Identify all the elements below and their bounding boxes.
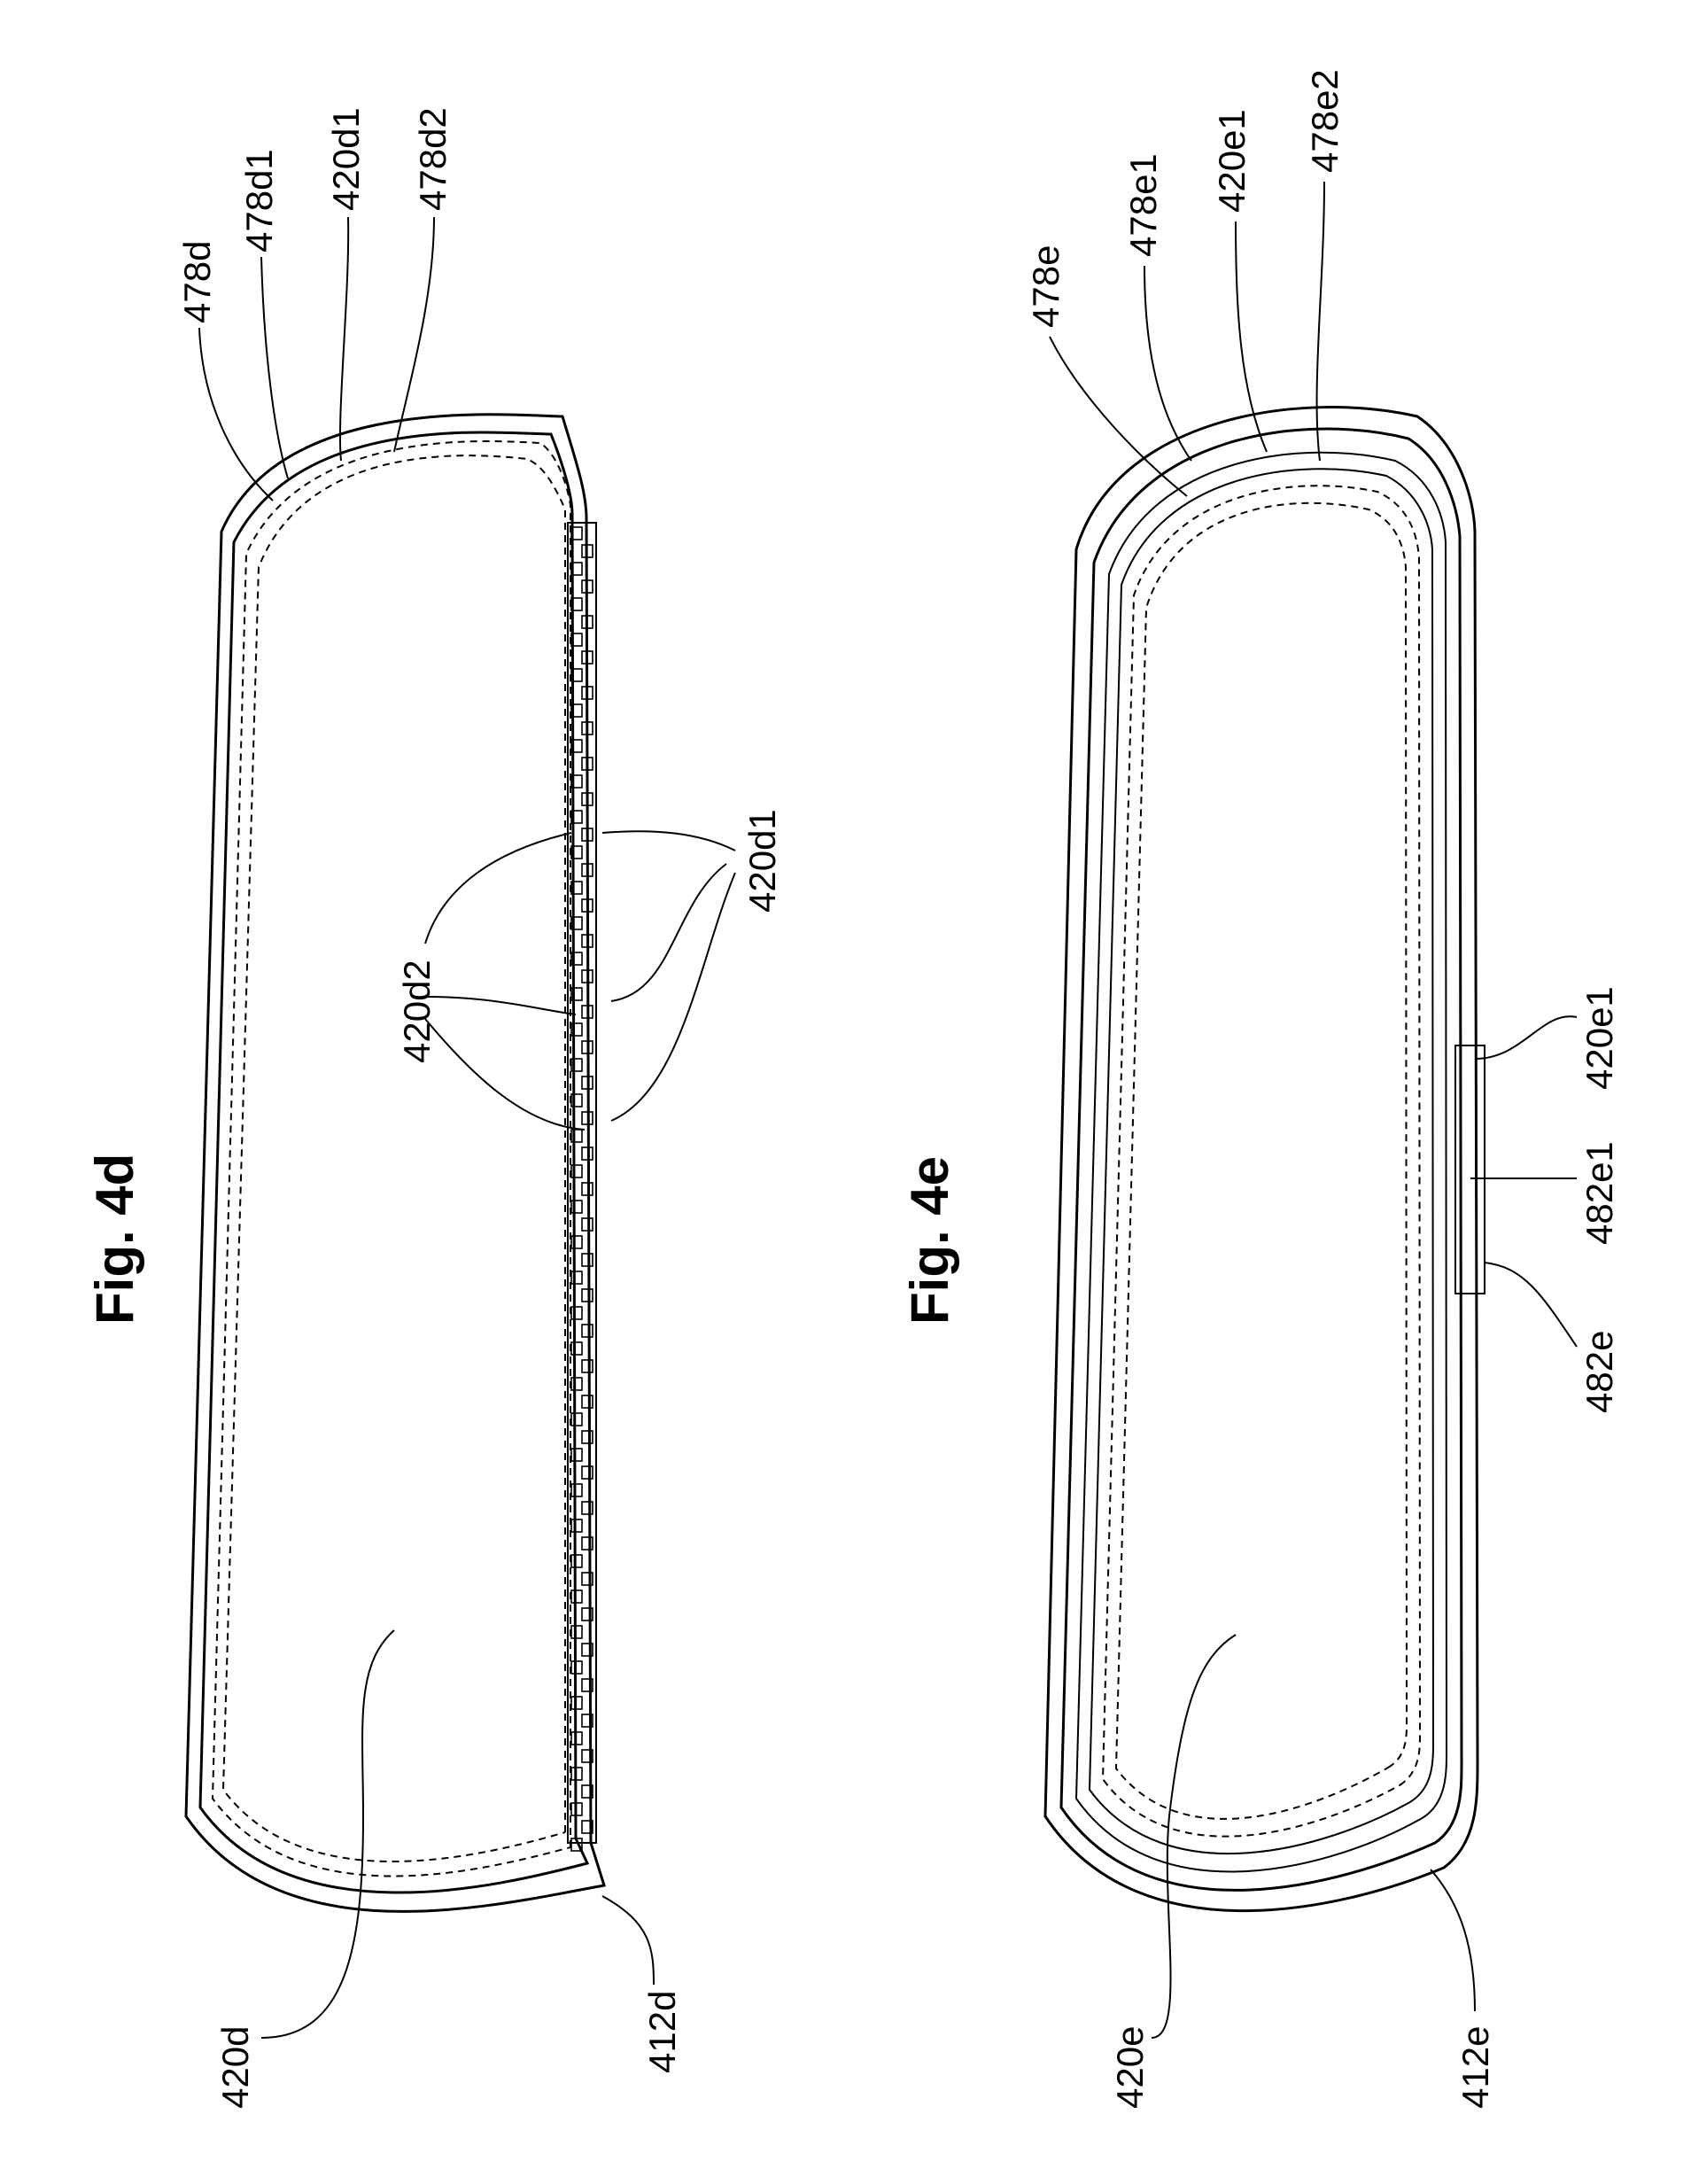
leader-420d1-top	[340, 217, 348, 461]
segment-cell	[582, 1325, 593, 1337]
segment-cell	[571, 1342, 582, 1355]
leader-478d1	[261, 257, 288, 478]
segment-cell	[582, 1431, 593, 1443]
segment-cell	[571, 1484, 582, 1496]
segment-cell	[571, 1519, 582, 1532]
label-478e1: 478e1	[1122, 153, 1164, 257]
label-482e1: 482e1	[1579, 1141, 1620, 1245]
leader-420d2-c	[425, 1019, 585, 1130]
label-420e: 420e	[1109, 2026, 1151, 2109]
dashed-boundary-outer-4e	[1103, 486, 1420, 1836]
leader-478e2	[1317, 182, 1324, 461]
bezel-line-inner-4e	[1090, 469, 1433, 1854]
dashed-boundary-inner-4d	[223, 455, 565, 1861]
label-478e: 478e	[1025, 245, 1067, 328]
mirror-outline-4e	[1045, 408, 1485, 1911]
housing-inner-edge-4e	[1061, 429, 1462, 1890]
leader-420d1-a	[602, 831, 735, 851]
label-420d1-top: 420d1	[325, 107, 367, 211]
mirror-outline-4d	[186, 415, 604, 1912]
segment-cell	[582, 1466, 593, 1479]
label-478d2: 478d2	[412, 107, 454, 211]
figure-4e: Fig. 4e 478e 478e1 420e1 478e2 420e1 482…	[900, 69, 1620, 2109]
leader-412e	[1431, 1869, 1475, 2011]
leader-482e	[1485, 1263, 1577, 1347]
segment-cell	[582, 1218, 593, 1231]
leader-478d	[199, 328, 273, 501]
label-420d2: 420d2	[396, 960, 438, 1063]
housing-outer-edge-4e	[1045, 408, 1478, 1911]
leader-412d	[602, 1896, 654, 1985]
leader-420e1-mid	[1475, 1016, 1577, 1059]
figure-title-4e: Fig. 4e	[900, 1156, 959, 1325]
leader-478e1	[1144, 266, 1191, 461]
housing-outer-edge-4d	[186, 415, 604, 1912]
leader-420d2-b	[425, 997, 576, 1014]
segment-cell	[571, 1378, 582, 1390]
segment-cell	[571, 1626, 582, 1638]
label-482e: 482e	[1579, 1331, 1620, 1413]
housing-inner-edge-4d	[200, 432, 587, 1893]
label-478d: 478d	[176, 241, 218, 323]
label-420d1-mid: 420d1	[741, 809, 783, 913]
segment-cell	[571, 1413, 582, 1426]
label-478e2: 478e2	[1304, 69, 1346, 173]
segment-cell	[571, 1449, 582, 1461]
segment-cell	[582, 1254, 593, 1266]
segment-cell	[582, 1289, 593, 1302]
segment-cell	[571, 1661, 582, 1674]
leader-420d1-b	[611, 864, 726, 1001]
label-412e: 412e	[1454, 2026, 1496, 2109]
dashed-boundary-outer-4d	[213, 441, 570, 1876]
label-412d: 412d	[641, 1991, 683, 2073]
label-478d1: 478d1	[238, 149, 280, 253]
figure-4d: Fig. 4d 478d 478d1 420d1 478d2 420d2 420…	[85, 107, 783, 2109]
segment-cell	[571, 1555, 582, 1567]
leader-420d2-a	[425, 833, 571, 944]
leader-420d1-c	[611, 873, 735, 1121]
label-420d: 420d	[214, 2026, 256, 2109]
segment-cell	[582, 1183, 593, 1195]
segment-cell	[582, 1395, 593, 1408]
leader-420d	[261, 1630, 394, 2038]
segment-cell	[582, 1360, 593, 1372]
segment-cell	[571, 1307, 582, 1319]
label-420e1-top: 420e1	[1211, 109, 1253, 213]
label-420e1-mid: 420e1	[1579, 986, 1620, 1090]
dashed-boundary-inner-4e	[1116, 503, 1407, 1819]
figure-title-4d: Fig. 4d	[85, 1154, 144, 1325]
segment-cell	[571, 1590, 582, 1603]
